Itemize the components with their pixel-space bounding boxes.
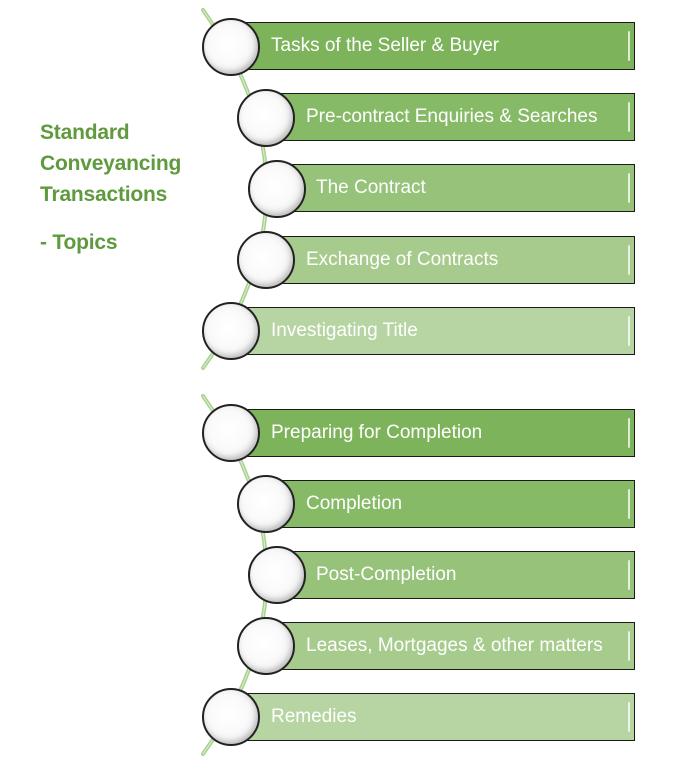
bullet-circle-icon xyxy=(202,18,260,76)
bullet-circle-icon xyxy=(237,617,295,675)
topic-box-tasks-seller-buyer: Tasks of the Seller & Buyer xyxy=(232,22,635,70)
topic-box-remedies: Remedies xyxy=(232,693,635,741)
bullet-circle-icon xyxy=(202,404,260,462)
topic-label: Investigating Title xyxy=(271,320,418,341)
bullet-circle-icon xyxy=(248,160,306,218)
box-bevel xyxy=(628,102,630,132)
box-bevel xyxy=(628,316,630,346)
topic-box-post-completion: Post-Completion xyxy=(277,551,635,599)
topic-box-leases-mortgages: Leases, Mortgages & other matters xyxy=(266,622,635,670)
bullet-circle-icon xyxy=(237,475,295,533)
title-line-3: Transactions xyxy=(40,183,168,206)
topic-box-exchange-contracts: Exchange of Contracts xyxy=(266,236,635,284)
title-line-1: Standard xyxy=(40,121,130,144)
bullet-circle-icon xyxy=(202,302,260,360)
topic-box-preparing-completion: Preparing for Completion xyxy=(232,409,635,457)
topic-box-completion: Completion xyxy=(266,480,635,528)
topic-box-the-contract: The Contract xyxy=(277,164,635,212)
topic-box-pre-contract: Pre-contract Enquiries & Searches xyxy=(266,93,635,141)
box-bevel xyxy=(628,418,630,448)
bullet-circle-icon xyxy=(202,688,260,746)
topic-label: Remedies xyxy=(271,706,357,727)
box-bevel xyxy=(628,702,630,732)
box-bevel xyxy=(628,631,630,661)
box-bevel xyxy=(628,173,630,203)
title-line-2: Conveyancing xyxy=(40,152,182,175)
topic-label: Pre-contract Enquiries & Searches xyxy=(306,106,598,127)
bullet-circle-icon xyxy=(237,89,295,147)
box-bevel xyxy=(628,31,630,61)
topic-label: Leases, Mortgages & other matters xyxy=(306,635,603,656)
topic-label: Tasks of the Seller & Buyer xyxy=(271,35,500,56)
box-bevel xyxy=(628,245,630,275)
title-subtitle: - Topics xyxy=(40,231,118,254)
topic-label: Post-Completion xyxy=(316,564,457,585)
topic-label: Preparing for Completion xyxy=(271,422,483,443)
bullet-circle-icon xyxy=(248,546,306,604)
topic-label: The Contract xyxy=(316,177,426,198)
bullet-circle-icon xyxy=(237,231,295,289)
diagram-title: Standard Conveyancing Transactions - Top… xyxy=(40,117,181,258)
topic-label: Completion xyxy=(306,493,403,514)
box-bevel xyxy=(628,560,630,590)
topic-box-investigating-title: Investigating Title xyxy=(232,307,635,355)
box-bevel xyxy=(628,489,630,519)
topic-label: Exchange of Contracts xyxy=(306,249,499,270)
